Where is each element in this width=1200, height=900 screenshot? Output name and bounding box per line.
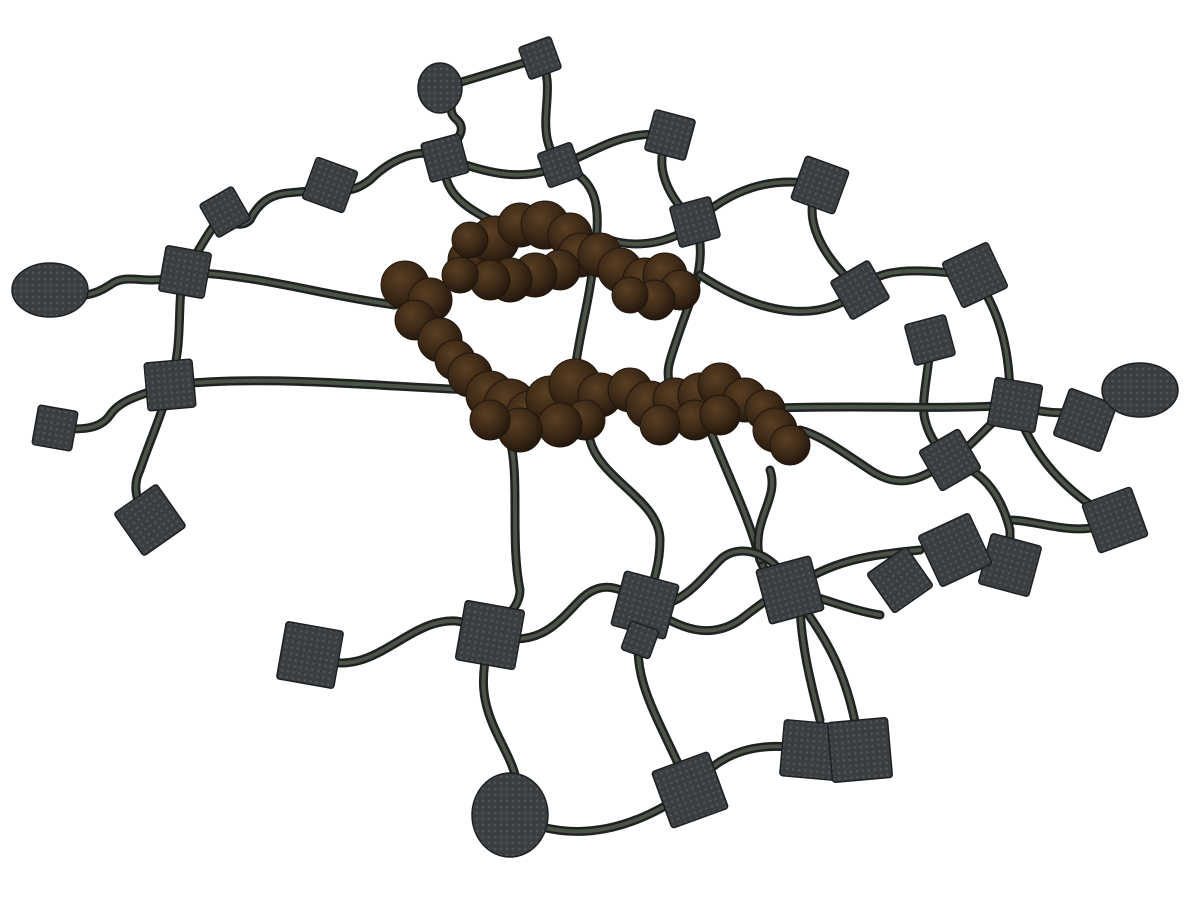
square-node <box>420 133 470 183</box>
square-node <box>790 155 850 215</box>
square-node <box>904 314 956 366</box>
disk-node <box>1101 362 1179 418</box>
dark-blob-cluster <box>380 200 811 466</box>
square-node <box>31 404 79 452</box>
disk-node <box>417 62 463 114</box>
square-node <box>199 186 251 238</box>
square-node <box>918 428 982 492</box>
square-node <box>830 260 890 320</box>
tube-core <box>756 468 774 562</box>
tube-core <box>168 378 472 392</box>
square-node <box>1053 388 1117 452</box>
cluster-blob <box>769 424 811 466</box>
cluster-blob <box>639 404 681 446</box>
square-node <box>454 599 526 671</box>
cluster-blob <box>699 394 741 436</box>
square-node <box>537 142 583 188</box>
square-node <box>518 36 562 80</box>
cluster-blob <box>451 221 489 259</box>
tube-core <box>778 403 1017 410</box>
tube-core <box>798 428 952 483</box>
square-node <box>644 109 696 161</box>
cluster-blob <box>537 402 583 448</box>
square-node <box>942 242 1008 308</box>
cluster-blob <box>469 399 511 441</box>
square-node <box>143 358 197 412</box>
square-node <box>114 484 186 556</box>
square-node <box>620 620 660 660</box>
square-node <box>669 196 721 248</box>
cluster-blob <box>441 256 479 294</box>
disk-node <box>471 772 549 858</box>
square-node <box>918 513 992 587</box>
square-node <box>755 555 825 625</box>
network-nodes <box>11 36 1179 858</box>
connection-tubes <box>45 53 1140 836</box>
square-node <box>867 547 933 613</box>
tube-core <box>666 220 703 387</box>
square-node <box>301 156 359 214</box>
square-node <box>651 751 729 829</box>
square-node <box>276 621 344 689</box>
square-node <box>1081 486 1149 554</box>
tube-core <box>183 270 397 307</box>
disk-node <box>11 262 89 318</box>
square-node <box>826 716 894 784</box>
square-node <box>986 376 1044 434</box>
cluster-blob <box>611 276 649 314</box>
square-node <box>158 245 212 299</box>
